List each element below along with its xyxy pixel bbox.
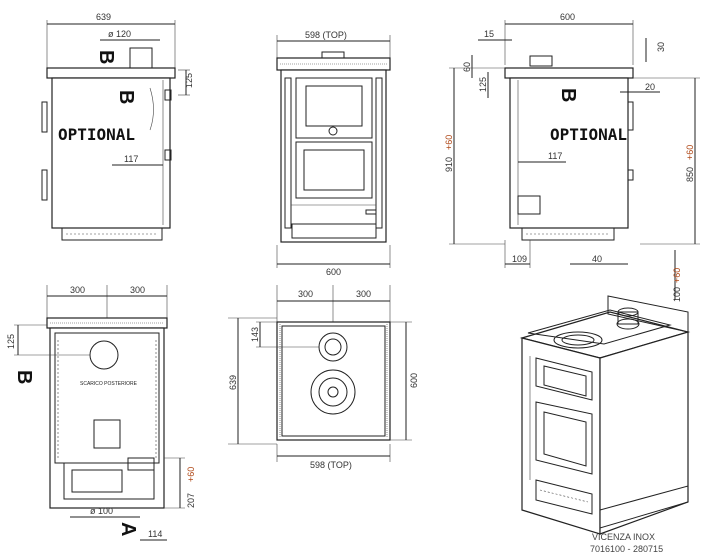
dim-109: 109 (512, 254, 527, 264)
dim-front-top-598: 598 (TOP) (305, 30, 347, 40)
dim-height-910-extra: +60 (444, 135, 454, 150)
caption-model: VICENZA INOX (592, 532, 655, 542)
side-view-left: 639 ø 120 B B OPTIONAL 125 117 (41, 12, 194, 241)
dim-rear-207: 207 (186, 493, 196, 508)
dim-rear-flue-100: ø 100 (90, 506, 113, 516)
dim-125-left: 125 (184, 73, 194, 88)
letter-a-rear: A (117, 522, 139, 536)
dim-height-850: 850 (685, 167, 695, 182)
label-optional-left: OPTIONAL (58, 125, 135, 144)
isometric-view: VICENZA INOX 7016100 - 280715 (519, 295, 691, 554)
dim-width-639: 639 (96, 12, 111, 22)
dim-40: 40 (592, 254, 602, 264)
dim-rear-114: 114 (148, 529, 162, 539)
dim-rear-207-extra: +60 (186, 467, 196, 482)
front-view: 598 (TOP) 600 (276, 30, 391, 277)
dim-top-300-b: 300 (356, 289, 371, 299)
dim-flue-120: ø 120 (108, 29, 131, 39)
dim-top-bottom-598: 598 (TOP) (310, 460, 352, 470)
letter-b-mid: B (115, 90, 137, 104)
dim-top-600: 600 (409, 373, 419, 388)
side-view-right: 600 15 30 60 125 20 B OPTIONAL 117 910 +… (444, 12, 700, 302)
dim-100: 100 (672, 287, 682, 302)
dim-15: 15 (484, 29, 494, 39)
dim-125-right: 125 (478, 77, 488, 92)
dim-117-left: 117 (124, 154, 138, 164)
dim-rear-125: 125 (6, 334, 16, 349)
caption-code: 7016100 - 280715 (590, 544, 663, 554)
dim-117-right: 117 (548, 151, 562, 161)
label-scarico-posteriore: SCARICO POSTERIORE (80, 381, 138, 387)
top-view: 300 300 143 639 600 598 (TOP) (228, 285, 419, 470)
dim-top-639: 639 (228, 375, 238, 390)
letter-b-rear: B (13, 370, 35, 384)
dim-front-bottom-600: 600 (326, 267, 341, 277)
dim-30: 30 (656, 42, 666, 52)
dim-width-600: 600 (560, 12, 575, 22)
dim-height-850-extra: +60 (685, 145, 695, 160)
dim-60: 60 (462, 62, 472, 72)
dim-20: 20 (645, 82, 655, 92)
dim-height-910: 910 (444, 157, 454, 172)
letter-b-top: B (95, 50, 117, 64)
dim-rear-300-a: 300 (70, 285, 85, 295)
dim-100-extra: +60 (672, 268, 682, 283)
letter-b-right: B (557, 88, 579, 102)
label-optional-right: OPTIONAL (550, 125, 627, 144)
dim-top-143: 143 (250, 327, 260, 342)
rear-view: 300 300 125 B SCARICO POSTERIORE 207 +60… (6, 285, 196, 541)
dim-rear-300-b: 300 (130, 285, 145, 295)
dim-top-300-a: 300 (298, 289, 313, 299)
